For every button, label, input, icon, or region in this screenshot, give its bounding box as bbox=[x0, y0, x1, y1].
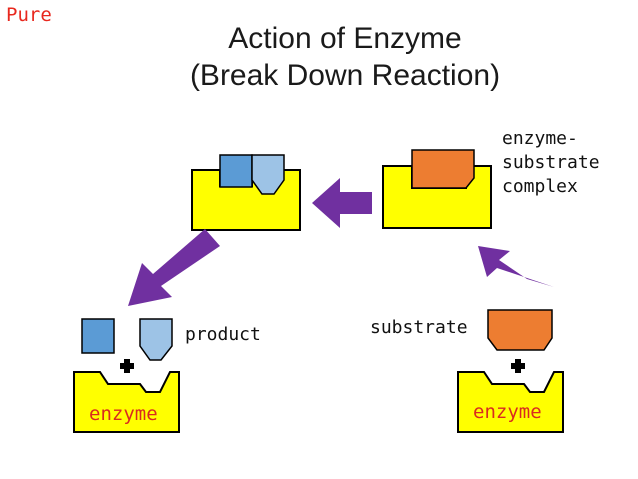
product-square-top bbox=[219, 154, 253, 188]
product-wedge-left bbox=[139, 318, 173, 361]
plus-icon bbox=[511, 359, 525, 373]
title-line-1: Action of Enzyme bbox=[228, 22, 462, 55]
substrate-free bbox=[487, 309, 553, 351]
substrate-bound bbox=[411, 149, 475, 189]
title-line-2: (Break Down Reaction) bbox=[189, 59, 501, 92]
corner-tag: Pure bbox=[6, 4, 52, 26]
label-complex-2: substrate bbox=[502, 152, 600, 173]
label-enzyme-left: enzyme bbox=[89, 403, 158, 425]
arrow-icon bbox=[128, 229, 220, 306]
enzyme-bottom-right bbox=[457, 371, 564, 433]
page-title: Action of Enzyme (Break Down Reaction) bbox=[130, 20, 560, 94]
enzyme-bottom-left bbox=[73, 371, 180, 433]
product-wedge-top bbox=[251, 154, 285, 195]
label-complex-3: complex bbox=[502, 176, 578, 197]
product-square-left bbox=[81, 318, 115, 354]
label-product: product bbox=[185, 324, 261, 345]
arrow-icon bbox=[478, 246, 554, 287]
plus-icon bbox=[120, 359, 134, 373]
label-substrate: substrate bbox=[370, 317, 468, 338]
label-complex-1: enzyme- bbox=[502, 128, 578, 149]
label-enzyme-right: enzyme bbox=[473, 401, 542, 423]
arrow-icon bbox=[312, 178, 372, 228]
